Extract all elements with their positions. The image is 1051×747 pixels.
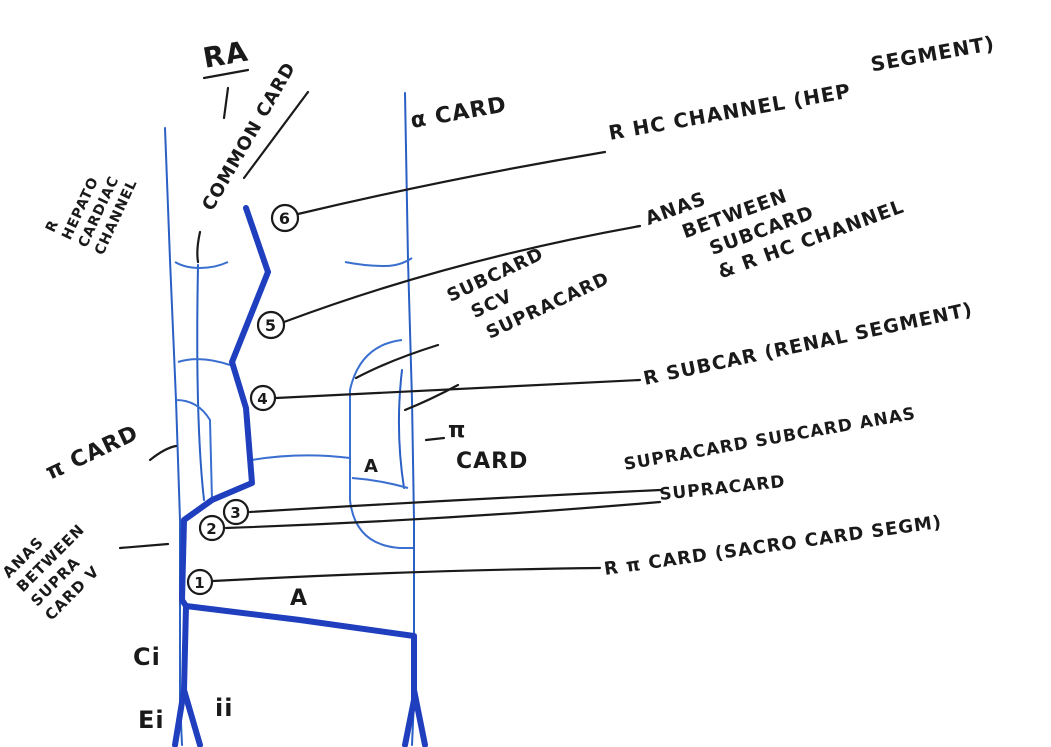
segment-label-6: R HC CHANNEL (HEP SEGMENT) — [603, 31, 1001, 145]
label-hepatocardiac: R HEPATO CARDIAC CHANNEL — [43, 153, 141, 258]
label-alpha-card: α CARD — [409, 92, 509, 133]
segment-markers: 6 5 4 3 2 1 — [186, 150, 662, 596]
label-a-upper: A — [364, 456, 379, 477]
leader-6 — [296, 150, 607, 216]
right-inner-vessel — [397, 369, 405, 489]
label-a-lower: A — [290, 586, 308, 611]
supracard-link — [351, 477, 409, 489]
right-subcard-loop — [349, 339, 413, 549]
segment-num-1: 1 — [194, 574, 205, 592]
label-subcard-group: SUBCARD SCV SUPRACARD — [444, 223, 613, 352]
ra-leader — [222, 86, 230, 120]
segment-circle-3 — [222, 498, 250, 526]
segment-label-4: R SUBCAR (RENAL SEGMENT) — [641, 299, 974, 390]
label-ra: RA — [200, 35, 250, 75]
leader-1 — [211, 566, 602, 583]
left-bracket — [174, 261, 229, 270]
segment-label-1: R π CARD (SACRO CARD SEGM) — [603, 512, 944, 580]
segment-num-4: 4 — [257, 390, 268, 408]
lower-left-branch — [181, 687, 203, 747]
left-cardinal-vessel — [164, 127, 183, 746]
supracard-leader — [403, 383, 460, 412]
vessels — [164, 92, 428, 747]
segment-label-2: SUPRACARD — [658, 472, 786, 505]
leader-4 — [274, 378, 642, 400]
segment-num-6: 6 — [279, 209, 291, 228]
right-bracket — [344, 257, 413, 268]
common-card-underline — [242, 90, 310, 180]
label-ei: Ei — [138, 706, 165, 734]
segment-circle-6 — [270, 203, 300, 233]
label-ii: ii — [215, 694, 233, 722]
lower-right-branch — [411, 687, 428, 747]
ra-underline — [202, 68, 250, 80]
segment-num-2: 2 — [206, 520, 217, 538]
leader-2 — [224, 500, 662, 530]
segment-circle-2 — [198, 514, 226, 542]
middle-labels: SUBCARD SCV SUPRACARD π CARD A A — [290, 223, 613, 611]
subcard-leader — [354, 343, 440, 380]
leader-3 — [248, 488, 662, 514]
top-labels: RA COMMON CARD α CARD — [196, 35, 509, 264]
anas-left-leader — [118, 542, 170, 550]
label-anas-left: ANAS BETWEEN SUPRA CARD V — [0, 502, 121, 624]
left-hepatic-vessel — [196, 264, 205, 501]
segment-circle-4 — [249, 384, 277, 412]
segment-labels: R HC CHANNEL (HEP SEGMENT) ANAS BETWEEN … — [603, 31, 1001, 580]
segment-label-3: SUPRACARD SUBCARD ANAS — [622, 404, 917, 475]
post-card-left-leader — [148, 444, 178, 462]
label-common-card: COMMON CARD — [198, 59, 300, 215]
label-ci: Ci — [133, 643, 161, 671]
label-post-card-right: π CARD — [448, 418, 528, 474]
left-subcard-loop — [177, 358, 231, 366]
segment-label-5: ANAS BETWEEN SUBCARD & R HC CHANNEL — [642, 125, 907, 300]
segment-circle-5 — [256, 310, 286, 340]
left-inner-loop — [175, 399, 213, 501]
segment-circle-1 — [186, 568, 214, 596]
leader-5 — [282, 224, 642, 324]
anastomosis-a-upper — [251, 454, 351, 461]
segment-num-3: 3 — [230, 504, 241, 522]
common-card-leader — [196, 230, 202, 264]
ivc-thick-path — [179, 205, 417, 747]
post-card-right-dash — [424, 436, 446, 442]
segment-num-5: 5 — [265, 316, 277, 335]
label-post-card-left: π CARD — [42, 421, 143, 486]
